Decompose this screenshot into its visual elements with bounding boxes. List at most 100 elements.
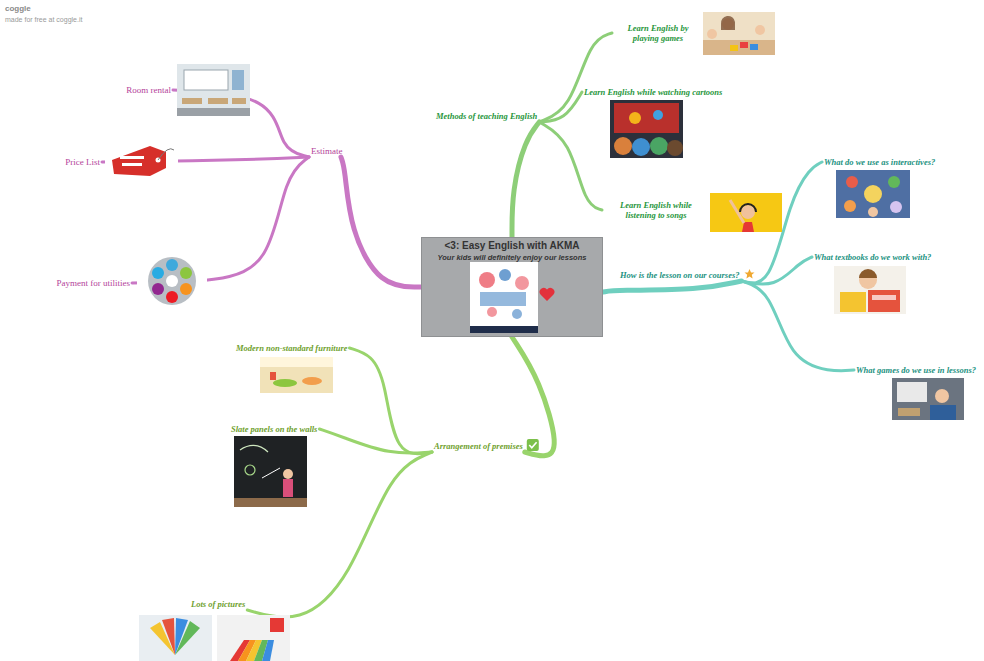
branch-line [603, 281, 742, 292]
price-tag-picture [158, 149, 174, 160]
branch-line [539, 122, 602, 210]
topic-text: Learn English while listening to songs [604, 200, 708, 220]
songs-photo [740, 204, 756, 212]
utilities-gear-picture [152, 267, 164, 279]
furniture-photo [270, 372, 276, 380]
furniture-photo [302, 377, 322, 385]
subtopic: Room rental [124, 84, 173, 96]
subtopic: Learn English while watching cartoons [582, 86, 724, 98]
central-box-fill [421, 237, 603, 337]
furniture-photo [260, 357, 333, 367]
utilities-gear-picture [166, 259, 178, 271]
learn-english-picture [499, 269, 511, 281]
subtopic: Payment for utilities [55, 277, 133, 289]
central-topic: <3: Easy English with AKMAYour kids will… [421, 237, 603, 337]
games-photo [707, 29, 717, 39]
branch-topic: Estimate [309, 145, 345, 157]
interactives-photo [868, 207, 878, 217]
room-photo [177, 64, 250, 116]
games-photo [750, 44, 758, 50]
pictures-photo [262, 640, 274, 661]
room-photo [232, 98, 246, 104]
games-photo [703, 12, 775, 55]
subtopic: Price List [63, 156, 102, 168]
cartoons-photo [614, 137, 632, 155]
room-photo [232, 70, 244, 90]
learn-english-picture [515, 276, 529, 290]
cartoons-photo [614, 103, 679, 133]
subtopic: What games do we use in lessons? [854, 364, 978, 376]
games-photo [730, 45, 738, 51]
star-icon [745, 269, 755, 278]
pictures-photo [217, 615, 290, 661]
interactives-photo [846, 176, 858, 188]
branch-line [539, 33, 612, 122]
topic-text: Learn English while watching cartoons [584, 87, 722, 97]
lesson-games-photo [892, 378, 964, 420]
branch-line [341, 157, 421, 287]
room-photo [177, 64, 250, 116]
lesson-games-photo [930, 405, 956, 420]
room-photo [177, 108, 250, 116]
topic-text: Payment for utilities [57, 278, 131, 288]
utilities-gear-picture [180, 267, 192, 279]
utilities-gear-picture [137, 254, 207, 309]
utilities-gear-picture [166, 291, 178, 303]
slate-wall-photo [240, 445, 268, 452]
price-tag-picture [105, 140, 178, 181]
branch-line [742, 257, 813, 284]
songs-photo [710, 193, 782, 232]
topic-text: Modern non-standard furniture [236, 343, 347, 353]
games-photo [755, 25, 765, 35]
cartoons-photo [667, 140, 683, 156]
price-tag-picture [112, 146, 166, 176]
textbooks-photo [868, 290, 900, 312]
songs-photo [730, 200, 744, 223]
slate-wall-photo [283, 479, 293, 497]
subtopic: What textbooks do we work with? [812, 251, 933, 263]
interactives-photo [890, 201, 902, 213]
textbooks-photo [872, 295, 896, 300]
pictures-photo [162, 618, 175, 655]
interactives-photo [836, 170, 910, 218]
slate-wall-photo [245, 465, 255, 475]
cartoons-photo [610, 100, 683, 158]
topic-text: Room rental [126, 85, 171, 95]
topic-text: How is the lesson on our courses? [620, 270, 740, 280]
utilities-gear-picture [137, 254, 207, 309]
learn-english-picture [470, 262, 538, 333]
learn-english-picture [487, 307, 497, 317]
lesson-games-photo [897, 382, 927, 402]
star-icon [745, 269, 755, 278]
pictures-photo [139, 615, 212, 661]
textbooks-photo [834, 266, 906, 314]
topic-subtitle: Your kids will definitely enjoy our less… [425, 253, 599, 262]
pictures-photo [217, 615, 290, 661]
interactives-photo [864, 185, 882, 203]
branch-line [349, 348, 432, 454]
topic-text: Arrangement of premises [434, 441, 523, 451]
subtopic: What do we use as interactives? [822, 156, 937, 168]
topic-text: Estimate [311, 146, 343, 156]
topic-text: Slate panels on the walls [231, 424, 317, 434]
cartoons-photo [653, 110, 663, 120]
watermark: coggle [5, 4, 31, 13]
pictures-photo [139, 615, 212, 661]
branch-line [319, 429, 432, 453]
slate-wall-photo [262, 468, 280, 478]
subtopic: Slate panels on the walls [229, 423, 319, 435]
topic-text: What do we use as interactives? [824, 157, 935, 167]
central-box-fill [421, 237, 603, 337]
branch-line [512, 122, 539, 237]
branch-line [173, 90, 309, 157]
interactives-photo [836, 170, 910, 218]
learn-english-picture [470, 262, 538, 333]
textbooks-photo [840, 292, 866, 312]
interactives-photo [844, 200, 856, 212]
lesson-games-photo [892, 378, 964, 420]
games-photo [703, 12, 775, 55]
cartoons-photo [629, 112, 641, 124]
check-icon [527, 439, 539, 451]
